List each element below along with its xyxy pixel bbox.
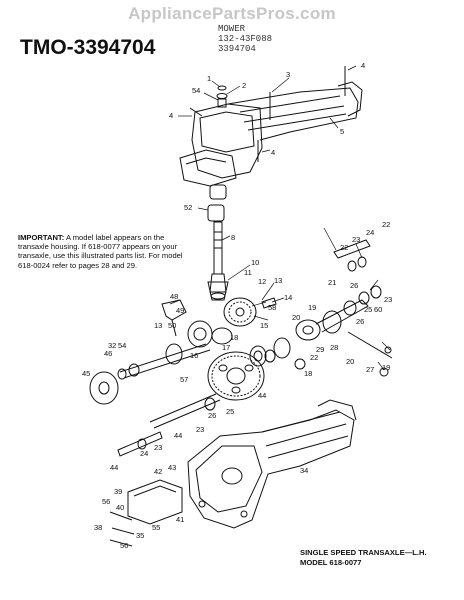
callout-27: 27 <box>366 365 374 374</box>
callout-25: 25 <box>226 407 234 416</box>
callout-5: 5 <box>340 127 344 136</box>
callout-42: 42 <box>154 467 162 476</box>
shift-bracket-drawing <box>161 299 187 337</box>
callout-22: 22 <box>310 353 318 362</box>
callout-4: 4 <box>169 111 173 120</box>
callout-23: 23 <box>154 443 162 452</box>
callout-22: 22 <box>382 220 390 229</box>
callout-48: 48 <box>170 292 178 301</box>
callout-43: 43 <box>168 463 176 472</box>
callout-8: 8 <box>231 233 235 242</box>
callout-20: 20 <box>292 313 300 322</box>
callout-58: 58 <box>268 303 276 312</box>
important-text: A model label appears on the transaxle h… <box>18 233 183 270</box>
lower-axle-drawing <box>117 393 221 457</box>
left-shaft-drawing <box>89 343 211 405</box>
callout-54: 54 <box>118 341 126 350</box>
callout-21: 21 <box>328 278 336 287</box>
callout-35: 35 <box>136 531 144 540</box>
callout-26: 26 <box>356 317 364 326</box>
callout-23: 23 <box>384 295 392 304</box>
callout-39: 39 <box>114 487 122 496</box>
callout-labels: 1 2 3 4 54 4 5 4 52 8 10 11 12 13 14 15 … <box>82 61 392 550</box>
callout-24: 24 <box>366 228 374 237</box>
callout-20: 20 <box>346 357 354 366</box>
callout-56: 56 <box>102 497 110 506</box>
bottom-bracket-drawing <box>109 479 183 547</box>
callout-11: 11 <box>244 268 252 277</box>
header-line-mower: MOWER <box>218 24 246 34</box>
large-gear-57-drawing <box>207 345 267 401</box>
callout-10: 10 <box>251 258 259 267</box>
header-line-part: 132-43F088 <box>218 34 273 44</box>
footer-title: SINGLE SPEED TRANSAXLE—L.H. <box>300 548 427 557</box>
callout-18: 18 <box>304 369 312 378</box>
right-gear-cluster-drawing <box>261 239 393 377</box>
callout-26: 26 <box>208 411 216 420</box>
callout-56: 56 <box>120 541 128 550</box>
callout-49: 49 <box>176 306 184 315</box>
leader-lines <box>169 65 391 371</box>
callout-4: 4 <box>361 61 365 70</box>
callout-22: 22 <box>340 243 348 252</box>
callout-60: 60 <box>374 305 382 314</box>
upper-housing-drawing <box>179 66 363 187</box>
callout-25: 25 <box>364 305 372 314</box>
callout-17: 17 <box>222 343 230 352</box>
callout-18: 18 <box>230 333 238 342</box>
callout-12: 12 <box>258 277 266 286</box>
top-small-parts <box>207 85 228 222</box>
lower-housing-drawing <box>187 399 357 529</box>
callout-50: 50 <box>168 321 176 330</box>
callout-1: 1 <box>207 74 211 83</box>
callout-19: 19 <box>308 303 316 312</box>
callout-52: 52 <box>184 203 192 212</box>
callout-32: 32 <box>108 341 116 350</box>
callout-55: 55 <box>152 523 160 532</box>
model-title: TMO-3394704 <box>20 36 156 59</box>
callout-4: 4 <box>271 148 275 157</box>
callout-14: 14 <box>284 293 292 302</box>
callout-57: 57 <box>180 375 188 384</box>
callout-24: 24 <box>140 449 148 458</box>
callout-29: 29 <box>316 345 324 354</box>
shaft-8-drawing <box>207 221 229 301</box>
callout-44: 44 <box>110 463 118 472</box>
callout-28: 28 <box>330 343 338 352</box>
callout-34: 34 <box>300 466 308 475</box>
callout-23: 23 <box>352 235 360 244</box>
callout-19: 19 <box>382 363 390 372</box>
bevel-gear-58-drawing <box>223 297 257 327</box>
footer-model: MODEL 618-0077 <box>300 558 362 567</box>
callout-23: 23 <box>196 425 204 434</box>
callout-26: 26 <box>350 281 358 290</box>
callout-38: 38 <box>94 523 102 532</box>
callout-15: 15 <box>260 321 268 330</box>
callout-13: 13 <box>154 321 162 330</box>
callout-13: 13 <box>274 276 282 285</box>
callout-45: 45 <box>82 369 90 378</box>
watermark: AppliancePartsPros.com <box>128 4 336 23</box>
callout-54: 54 <box>192 86 200 95</box>
header-line-model: 3394704 <box>218 44 256 54</box>
important-label: IMPORTANT: <box>18 233 65 242</box>
callout-46: 46 <box>104 349 112 358</box>
callout-41: 41 <box>176 515 184 524</box>
callout-44: 44 <box>174 431 182 440</box>
callout-2: 2 <box>242 81 246 90</box>
gear-16-drawing <box>187 320 233 348</box>
callout-40: 40 <box>116 503 124 512</box>
callout-16: 16 <box>190 351 198 360</box>
important-note: IMPORTANT: A model label appears on the … <box>18 233 195 270</box>
callout-3: 3 <box>286 70 290 79</box>
callout-44: 44 <box>258 391 266 400</box>
